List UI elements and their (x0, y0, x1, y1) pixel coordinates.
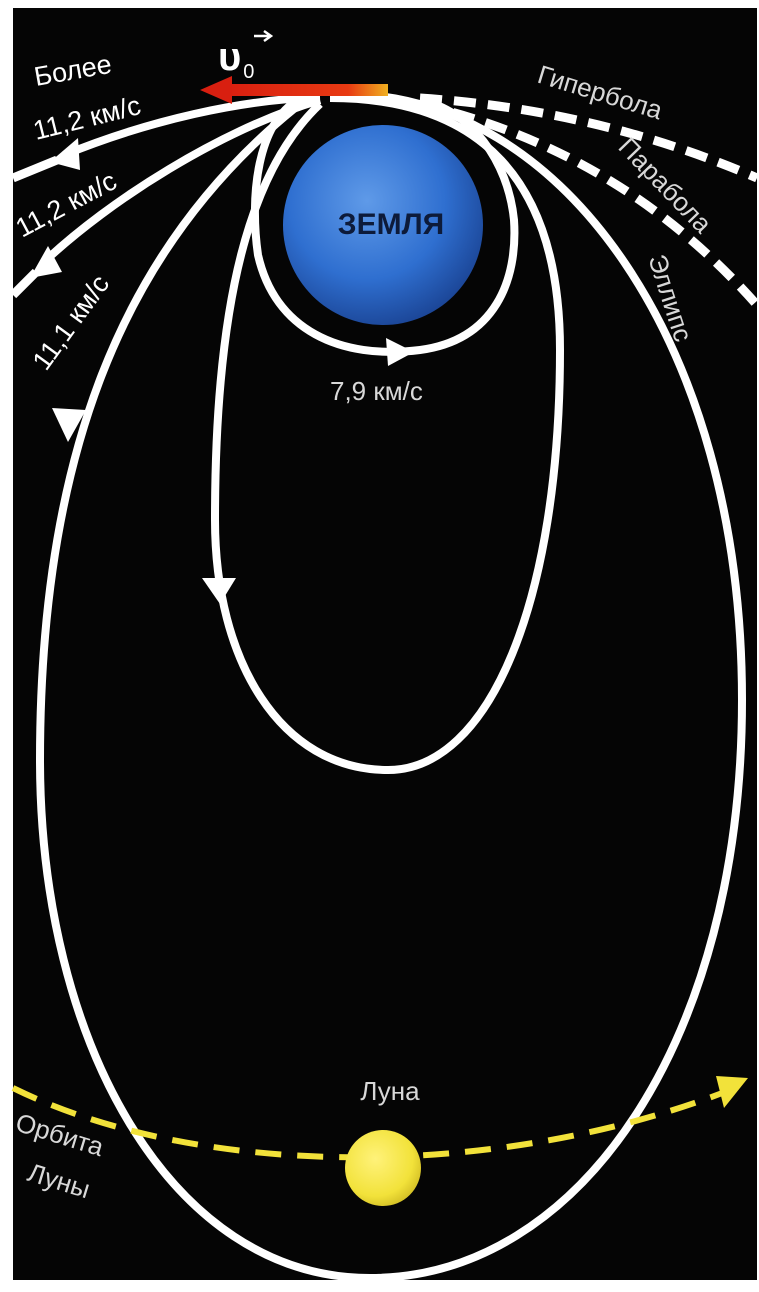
velocity-arrow-shaft (228, 84, 388, 96)
label-speed-circular: 7,9 км/с (330, 376, 423, 406)
moon (345, 1130, 421, 1206)
label-moon: Луна (360, 1076, 420, 1106)
earth-label: ЗЕМЛЯ (338, 208, 444, 241)
